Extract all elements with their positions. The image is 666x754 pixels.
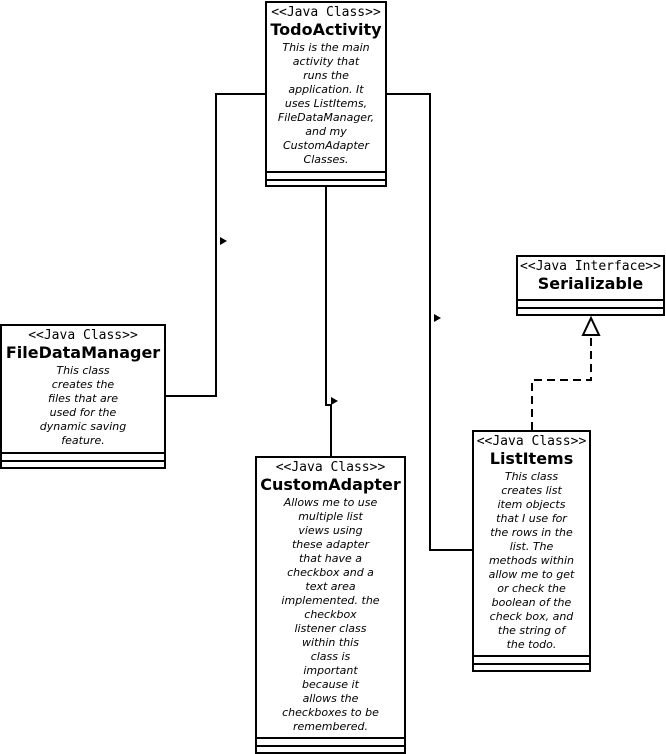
realization-listitems-serializable bbox=[531, 335, 592, 430]
association-direction-marker bbox=[220, 237, 227, 245]
attributes-compartment-divider bbox=[257, 737, 404, 739]
class-name: ListItems bbox=[489, 449, 574, 468]
methods-compartment-divider bbox=[2, 460, 164, 462]
association-direction-marker bbox=[434, 314, 441, 322]
methods-compartment-divider bbox=[257, 745, 404, 747]
class-box-todoactivity[interactable]: <<Java Class>> TodoActivity This is the … bbox=[265, 1, 387, 187]
class-description: This class creates list item objects tha… bbox=[488, 470, 575, 651]
class-stereotype: <<Java Class>> bbox=[275, 460, 386, 475]
class-box-listitems[interactable]: <<Java Class>> ListItems This class crea… bbox=[472, 430, 591, 672]
attributes-compartment-divider bbox=[2, 452, 164, 454]
association-todo-listitems bbox=[387, 93, 473, 551]
class-name: TodoActivity bbox=[270, 20, 382, 39]
class-box-customadapter[interactable]: <<Java Class>> CustomAdapter Allows me t… bbox=[255, 456, 406, 754]
interface-box-serializable[interactable]: <<Java Interface>> Serializable bbox=[516, 255, 665, 316]
class-stereotype: <<Java Class>> bbox=[476, 434, 587, 449]
attributes-compartment-divider bbox=[518, 299, 663, 301]
class-box-filedatamanager[interactable]: <<Java Class>> FileDataManager This clas… bbox=[0, 324, 166, 469]
attributes-compartment-divider bbox=[474, 655, 589, 657]
class-description: This class creates the files that are us… bbox=[39, 364, 127, 447]
methods-compartment-divider bbox=[518, 307, 663, 309]
realization-arrowhead bbox=[581, 315, 601, 336]
association-todo-filedatamanager bbox=[166, 93, 266, 397]
attributes-compartment-divider bbox=[267, 171, 385, 173]
association-todo-customadapter bbox=[325, 187, 332, 456]
class-name: CustomAdapter bbox=[260, 475, 401, 494]
association-direction-marker bbox=[331, 397, 338, 405]
interface-name: Serializable bbox=[537, 274, 644, 293]
class-description: This is the main activity that runs the … bbox=[277, 41, 375, 166]
class-name: FileDataManager bbox=[5, 343, 161, 362]
methods-compartment-divider bbox=[267, 179, 385, 181]
interface-stereotype: <<Java Interface>> bbox=[520, 259, 661, 274]
class-stereotype: <<Java Class>> bbox=[28, 328, 138, 343]
class-description: Allows me to use multiple list views usi… bbox=[281, 496, 380, 733]
methods-compartment-divider bbox=[474, 663, 589, 665]
class-stereotype: <<Java Class>> bbox=[271, 5, 381, 20]
